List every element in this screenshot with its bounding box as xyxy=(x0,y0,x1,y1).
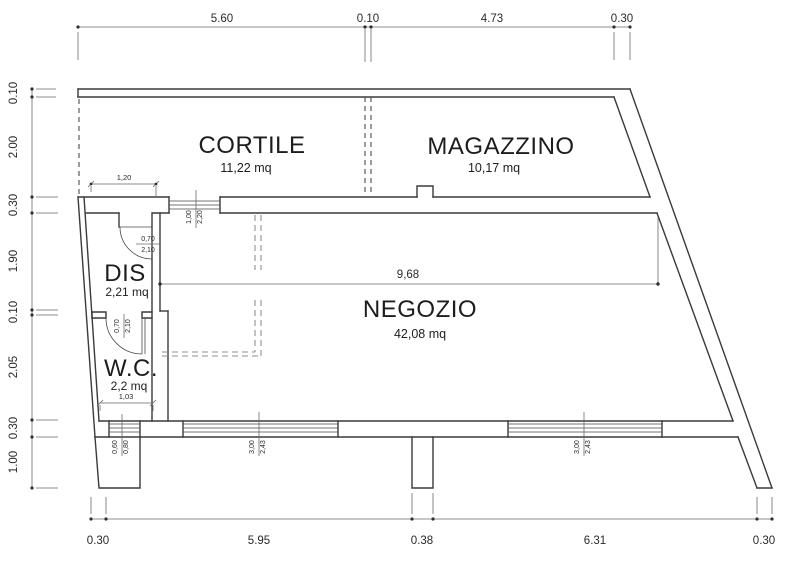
shop-window-2-width-label: 3,00 xyxy=(574,440,581,454)
dimension-chain-top: 5.60 0.10 4.73 0.30 xyxy=(76,13,633,62)
dim-top-3: 4.73 xyxy=(481,13,503,25)
room-label-wc: W.C. xyxy=(104,355,158,382)
room-label-magazzino: MAGAZZINO xyxy=(427,133,574,160)
right-slanted-wall-inner-lower xyxy=(737,436,758,489)
dim-left-1: 0.10 xyxy=(8,82,20,104)
wc-window-width-label: 0,60 xyxy=(112,440,119,454)
doors xyxy=(105,226,153,355)
dim-left-8: 1.00 xyxy=(8,451,20,473)
room-area-negozio: 42,08 mq xyxy=(394,327,446,341)
room-labels: CORTILE 11,22 mq MAGAZZINO 10,17 mq DIS … xyxy=(104,132,574,393)
wc-window-height-label: 0,80 xyxy=(123,440,130,454)
dimension-chain-left: 0.10 2.00 0.30 1.90 0.10 2.05 0.30 1.00 xyxy=(8,82,58,490)
cortile-recess-dimension: 1,20 xyxy=(87,173,160,196)
right-slanted-wall-outer xyxy=(629,88,773,489)
dim-bottom-1: 0.30 xyxy=(87,535,109,547)
bottom-middle-pier xyxy=(411,436,434,489)
dis-door-height-label: 2,10 xyxy=(141,247,155,254)
left-dim-extensions xyxy=(36,88,58,489)
room-area-cortile: 11,22 mq xyxy=(220,161,271,175)
dim-bottom-3: 0.38 xyxy=(411,535,433,547)
room-label-dis: DIS xyxy=(104,260,146,287)
dim-top-4: 0.30 xyxy=(611,13,633,25)
negozio-width-dimension: 9,68 xyxy=(158,217,660,286)
dim-left-5: 0.10 xyxy=(8,301,20,323)
right-slanted-wall-inner-mid xyxy=(656,212,734,422)
left-wall-inner xyxy=(83,196,100,422)
left-wall-foot xyxy=(94,436,141,489)
dis-wc-divider-wall xyxy=(91,311,153,319)
shop-window-2-lines xyxy=(508,423,662,433)
opening-labels: 1,00 2,20 0,70 2,10 0,70 2,10 0,60 0,80 … xyxy=(112,190,592,456)
dim-left-6: 2.05 xyxy=(8,356,20,378)
cortile-magazzino-divider-dashed xyxy=(364,97,372,195)
right-slanted-wall-inner-upper xyxy=(613,96,651,198)
dim-left-3: 0.30 xyxy=(8,194,20,216)
dis-door-swing-arc xyxy=(119,226,153,260)
wc-width-dim-line xyxy=(96,399,157,411)
negozio-dashed-partition-horizontal xyxy=(162,351,261,357)
dimension-chain-bottom: 0.30 5.95 0.38 6.31 0.30 xyxy=(87,493,775,547)
shop-window-1-height-label: 2,43 xyxy=(260,440,267,454)
room-area-dis: 2,21 mq xyxy=(105,285,148,299)
wc-window-lines xyxy=(109,423,140,433)
shop-window-1-lines xyxy=(183,423,338,433)
shop-window-1-width-label: 3,00 xyxy=(249,440,256,454)
dim-left-4: 1.90 xyxy=(8,250,20,272)
room-label-negozio: NEGOZIO xyxy=(363,296,477,323)
dim-negozio-width: 9,68 xyxy=(397,269,419,281)
dim-bottom-4: 6.31 xyxy=(584,535,606,547)
dim-bottom-5: 0.30 xyxy=(753,535,775,547)
dim-top-2: 0.10 xyxy=(357,13,379,25)
dim-left-7: 0.30 xyxy=(8,417,20,439)
dim-top-1: 5.60 xyxy=(211,13,233,25)
wc-door-swing-arc xyxy=(105,317,143,355)
dim-cortile-recess: 1,20 xyxy=(117,173,132,182)
magazzino-pier-notch xyxy=(416,185,434,198)
room-label-cortile: CORTILE xyxy=(198,132,305,159)
exterior-walls xyxy=(77,88,773,489)
room-area-wc: 2,2 mq xyxy=(111,379,148,393)
shop-window-2-height-label: 2,43 xyxy=(585,440,592,454)
dim-left-2: 2.00 xyxy=(8,136,20,158)
wc-door-height-label: 2,10 xyxy=(125,319,132,333)
wc-width-dimension: 1,03 xyxy=(96,392,157,411)
bottom-wall xyxy=(94,420,739,489)
bottom-dim-extensions xyxy=(90,493,773,514)
dim-bottom-2: 5.95 xyxy=(248,535,270,547)
dashed-boundaries xyxy=(78,97,372,357)
dis-door-width-label: 0,70 xyxy=(141,236,155,243)
negozio-dashed-partition-vertical xyxy=(254,215,262,356)
cortile-recess-dim-line xyxy=(87,180,160,196)
courtyard-south-wall xyxy=(77,185,658,228)
wc-door-width-label: 0,70 xyxy=(114,319,121,333)
window-jambs xyxy=(108,420,663,438)
wc-door-leaf xyxy=(141,318,146,354)
dim-wc-width: 1,03 xyxy=(119,392,134,401)
windows xyxy=(109,200,662,433)
left-wall-outer xyxy=(77,196,96,438)
negozio-width-dim-line xyxy=(160,217,659,285)
top-dim-extensions xyxy=(77,29,631,62)
cortile-door-width-label: 1,00 xyxy=(186,210,193,224)
cortile-door-threshold-lines xyxy=(169,200,220,210)
cortile-door-height-label: 2,20 xyxy=(197,210,204,224)
room-area-magazzino: 10,17 mq xyxy=(468,161,520,175)
